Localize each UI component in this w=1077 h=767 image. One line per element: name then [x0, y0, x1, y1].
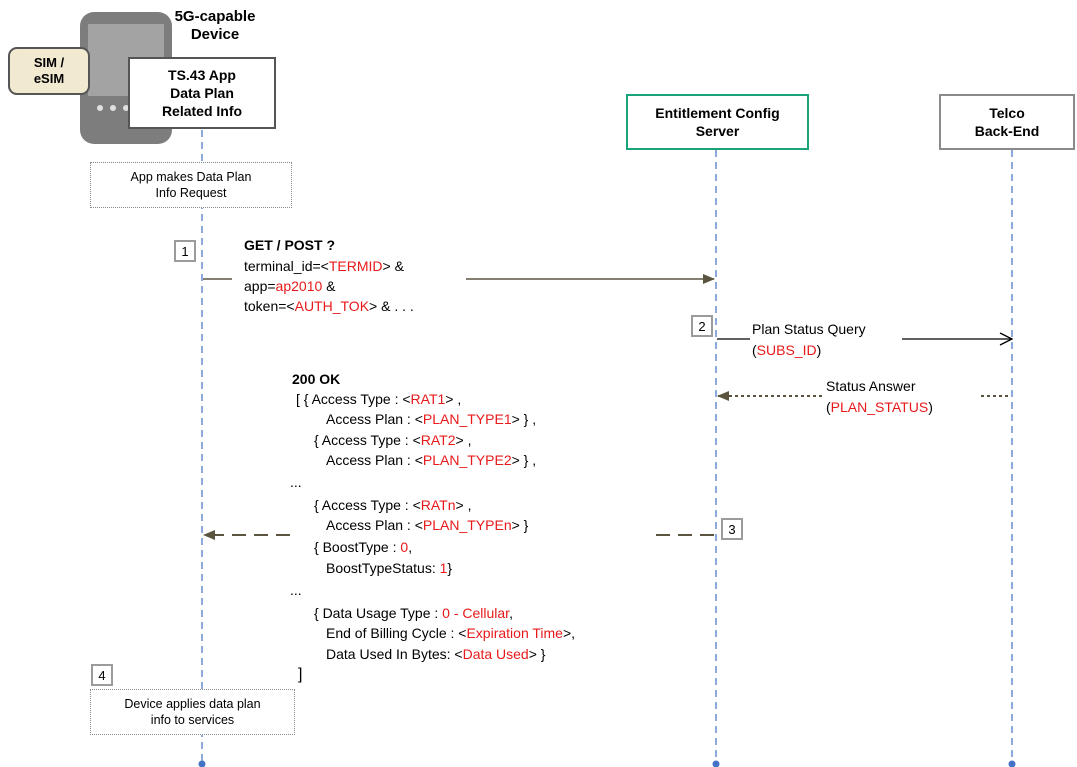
app-request-note: App makes Data Plan Info Request: [90, 162, 292, 208]
response-line: { BoostType : 0,: [314, 539, 413, 555]
response-line: { Access Type : <RATn> ,: [314, 497, 472, 513]
plan-status-query-label: Plan Status Query: [752, 321, 866, 337]
telco-participant-box: Telco Back-End: [939, 94, 1075, 150]
request-method: GET / POST ?: [244, 237, 336, 253]
request-line-app: app=ap2010 &: [244, 278, 336, 294]
response-close-bracket: ]: [298, 666, 303, 683]
status-answer-label: Status Answer: [826, 378, 916, 394]
response-line: BoostTypeStatus: 1}: [326, 560, 453, 576]
request-line-terminal-id: terminal_id=<TERMID> &: [244, 258, 404, 274]
telco-lifeline-end: [1008, 760, 1016, 767]
request-line-token: token=<AUTH_TOK> & . . .: [244, 298, 414, 314]
response-line: Access Plan : <PLAN_TYPE1> } ,: [326, 411, 537, 427]
step-4-marker: 4: [91, 664, 113, 686]
response-line: Access Plan : <PLAN_TYPE2> } ,: [326, 452, 537, 468]
plan-status-query-param: (SUBS_ID): [752, 342, 822, 358]
device-title: 5G-capable Device: [174, 8, 256, 43]
ecs-participant-box: Entitlement Config Server: [626, 94, 809, 150]
app-participant-box: TS.43 App Data Plan Related Info: [128, 57, 276, 129]
step-2-marker: 2: [691, 315, 713, 337]
device-applies-note: Device applies data plan info to service…: [90, 689, 295, 735]
response-line: Data Used In Bytes: <Data Used> }: [326, 646, 546, 662]
device-lifeline-end: [198, 760, 206, 767]
step-3-marker: 3: [721, 518, 743, 540]
sim-badge: SIM / eSIM: [8, 47, 90, 95]
response-ellipsis: ...: [290, 582, 302, 598]
step-1-marker: 1: [174, 240, 196, 262]
ecs-lifeline-end: [712, 760, 720, 767]
response-line: End of Billing Cycle : <Expiration Time>…: [326, 625, 576, 641]
response-line: { Access Type : <RAT2> ,: [314, 432, 472, 448]
response-ellipsis: ...: [290, 474, 302, 490]
response-line: Access Plan : <PLAN_TYPEn> }: [326, 517, 529, 533]
response-status: 200 OK: [292, 371, 341, 387]
status-answer-param: (PLAN_STATUS): [826, 399, 933, 415]
response-line: [ { Access Type : <RAT1> ,: [296, 391, 462, 407]
response-line: { Data Usage Type : 0 - Cellular,: [314, 605, 513, 621]
